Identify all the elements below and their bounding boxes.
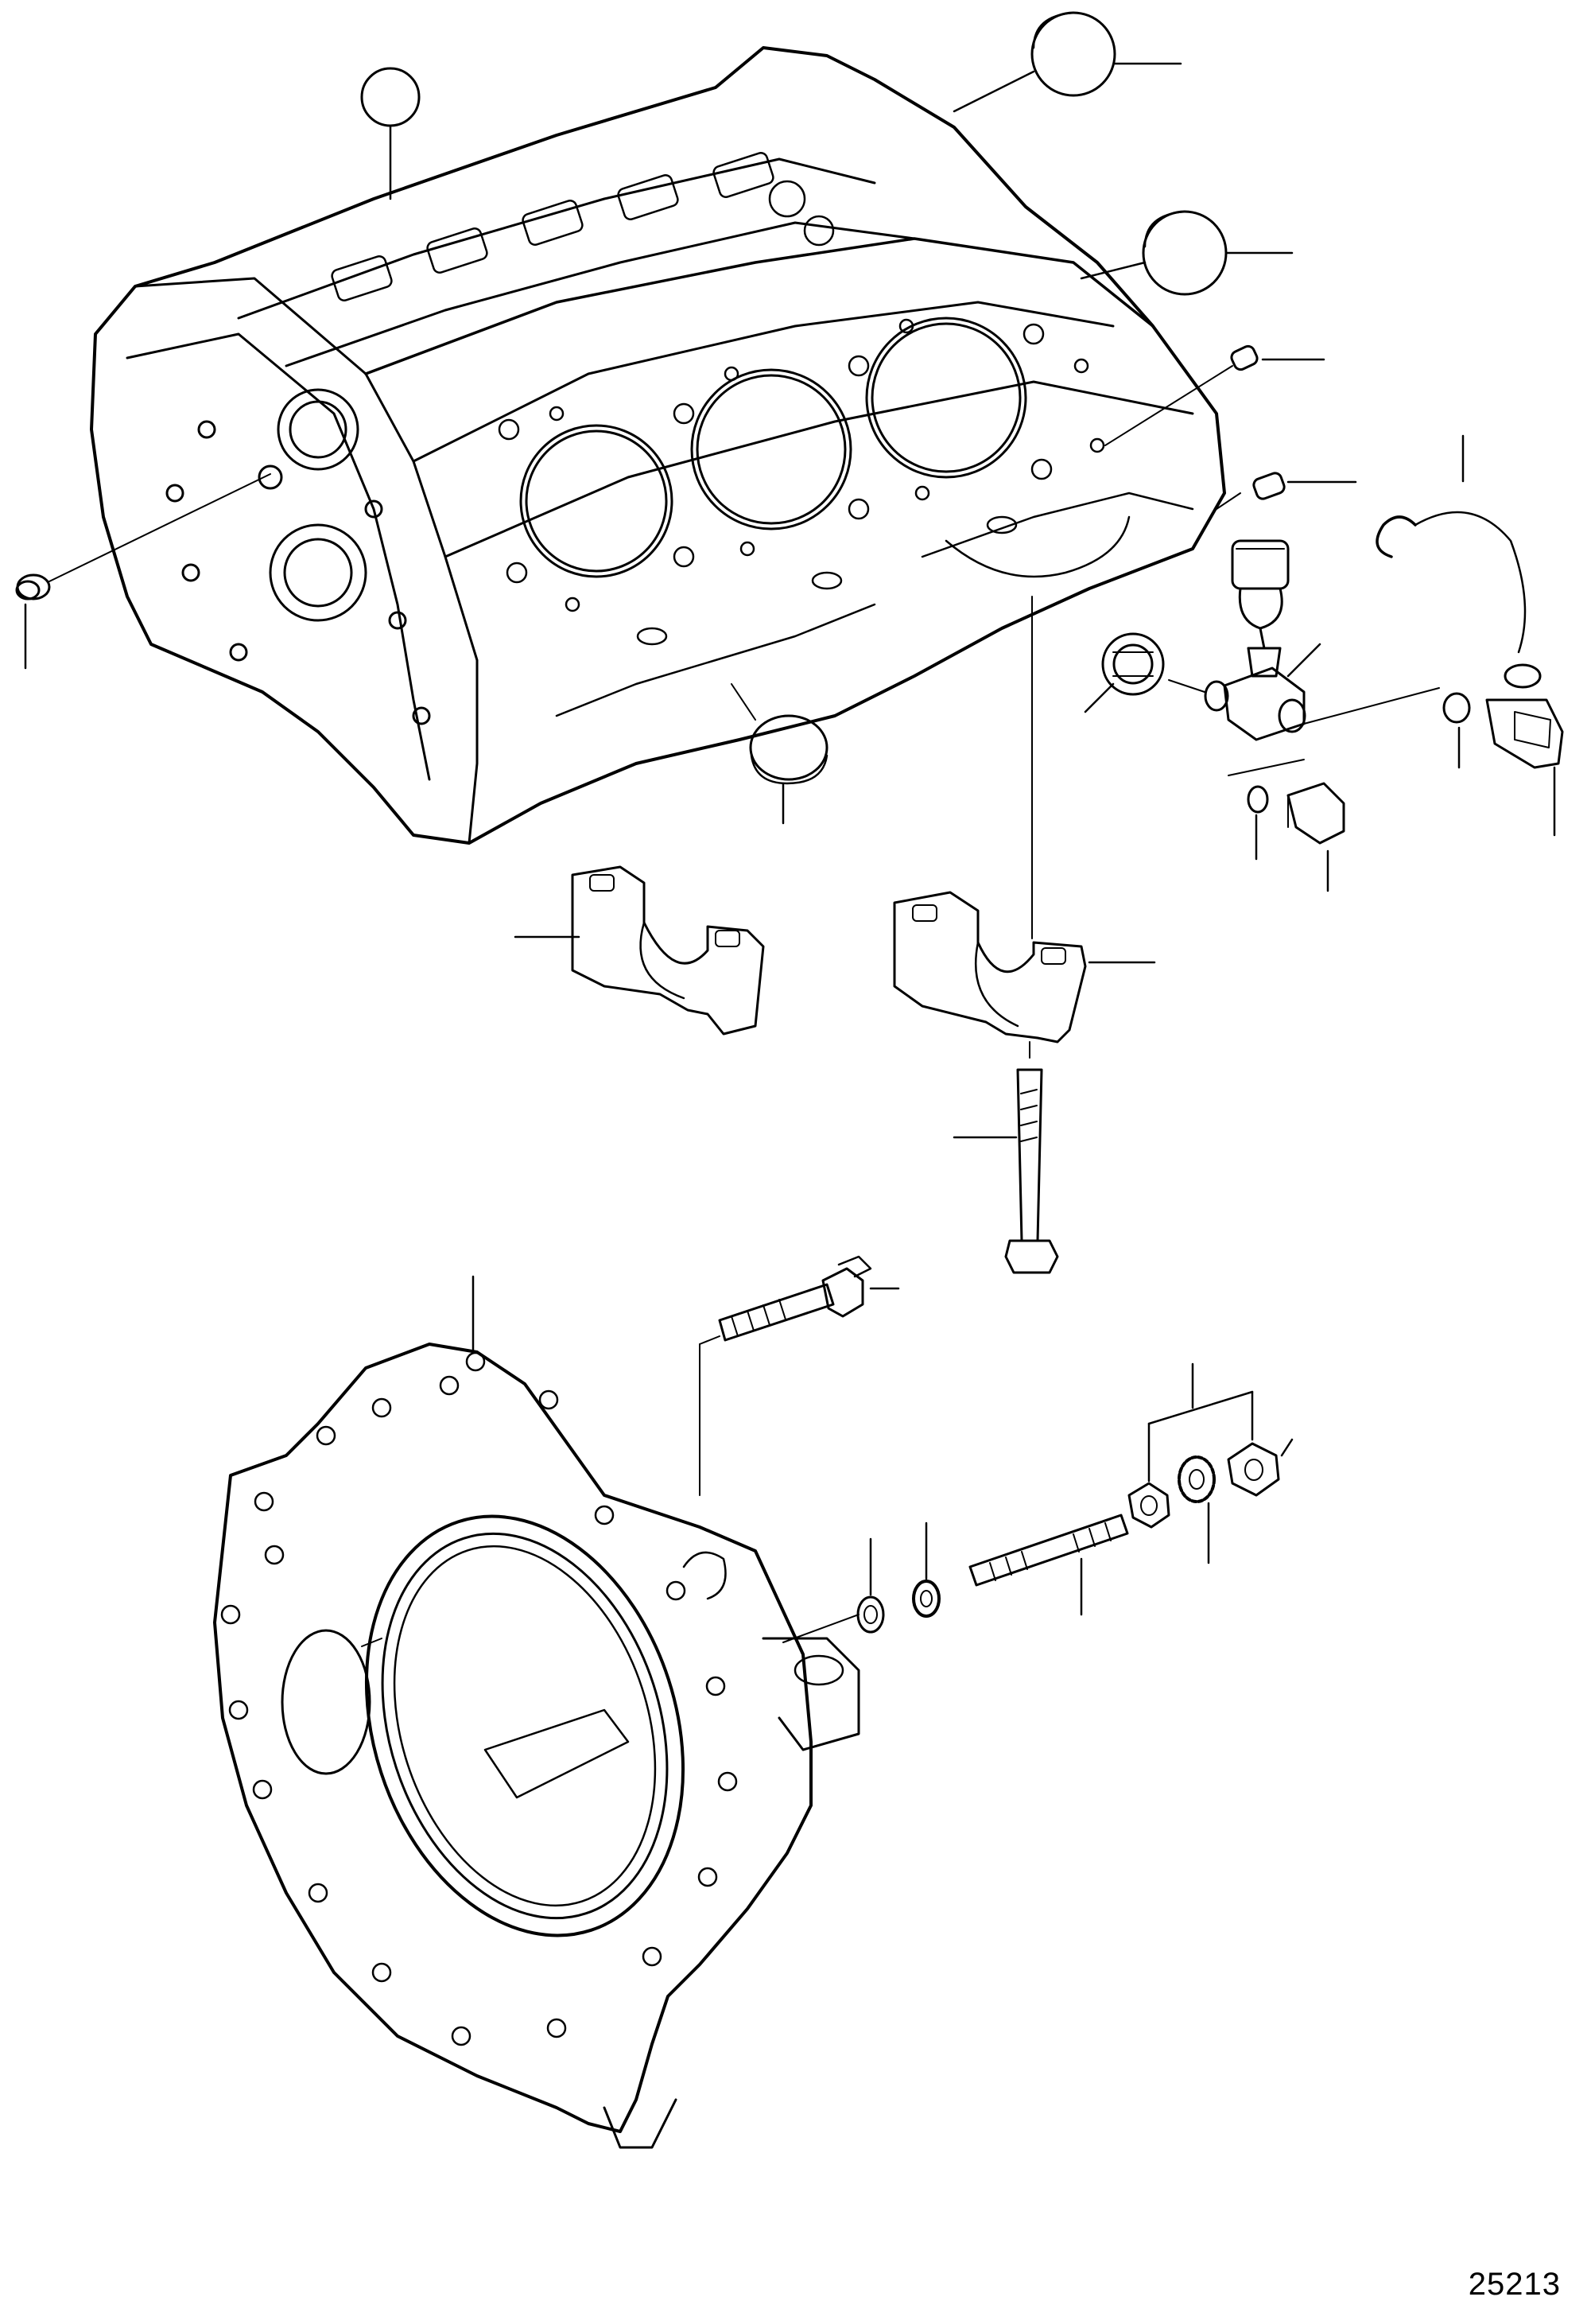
main-bearing-cap-left — [514, 865, 765, 1036]
callout-bracket-nuts — [1147, 1362, 1254, 1483]
washer-flat — [782, 1537, 885, 1643]
stud — [968, 1514, 1129, 1616]
drain-valve — [1442, 692, 1564, 837]
callout-marker-block — [360, 67, 421, 200]
expansion-plug-top-2 — [1080, 210, 1294, 296]
adapter-tee — [1168, 643, 1440, 741]
oil-pressure-sender — [1231, 539, 1290, 678]
cylinder-bore-1 — [519, 424, 673, 578]
retaining-clip — [1376, 434, 1542, 689]
cylinder-block — [90, 46, 1226, 845]
expansion-plug-rear — [15, 473, 271, 670]
cylinder-bore-2 — [690, 368, 852, 530]
bearing-cap-bolt — [953, 1041, 1059, 1274]
lock-washer — [1178, 1455, 1216, 1564]
nut-hex — [1127, 1482, 1170, 1529]
housing-bolt — [699, 1255, 900, 1496]
nut-flange — [1227, 1438, 1294, 1497]
drain-plug — [1228, 759, 1345, 892]
flywheel-housing — [213, 1275, 860, 2149]
washer-seal — [912, 1521, 941, 1618]
expansion-plug-lower — [731, 683, 828, 825]
cylinder-bore-3 — [865, 317, 1027, 479]
main-bearing-cap-right — [893, 596, 1156, 1043]
diagram-number: 25213 — [1468, 2267, 1561, 2302]
plug-seal — [1084, 632, 1165, 713]
dowel-pin-1 — [1104, 344, 1325, 446]
dowel-pin-2 — [1216, 472, 1357, 510]
expansion-plug-top-1 — [953, 11, 1182, 113]
